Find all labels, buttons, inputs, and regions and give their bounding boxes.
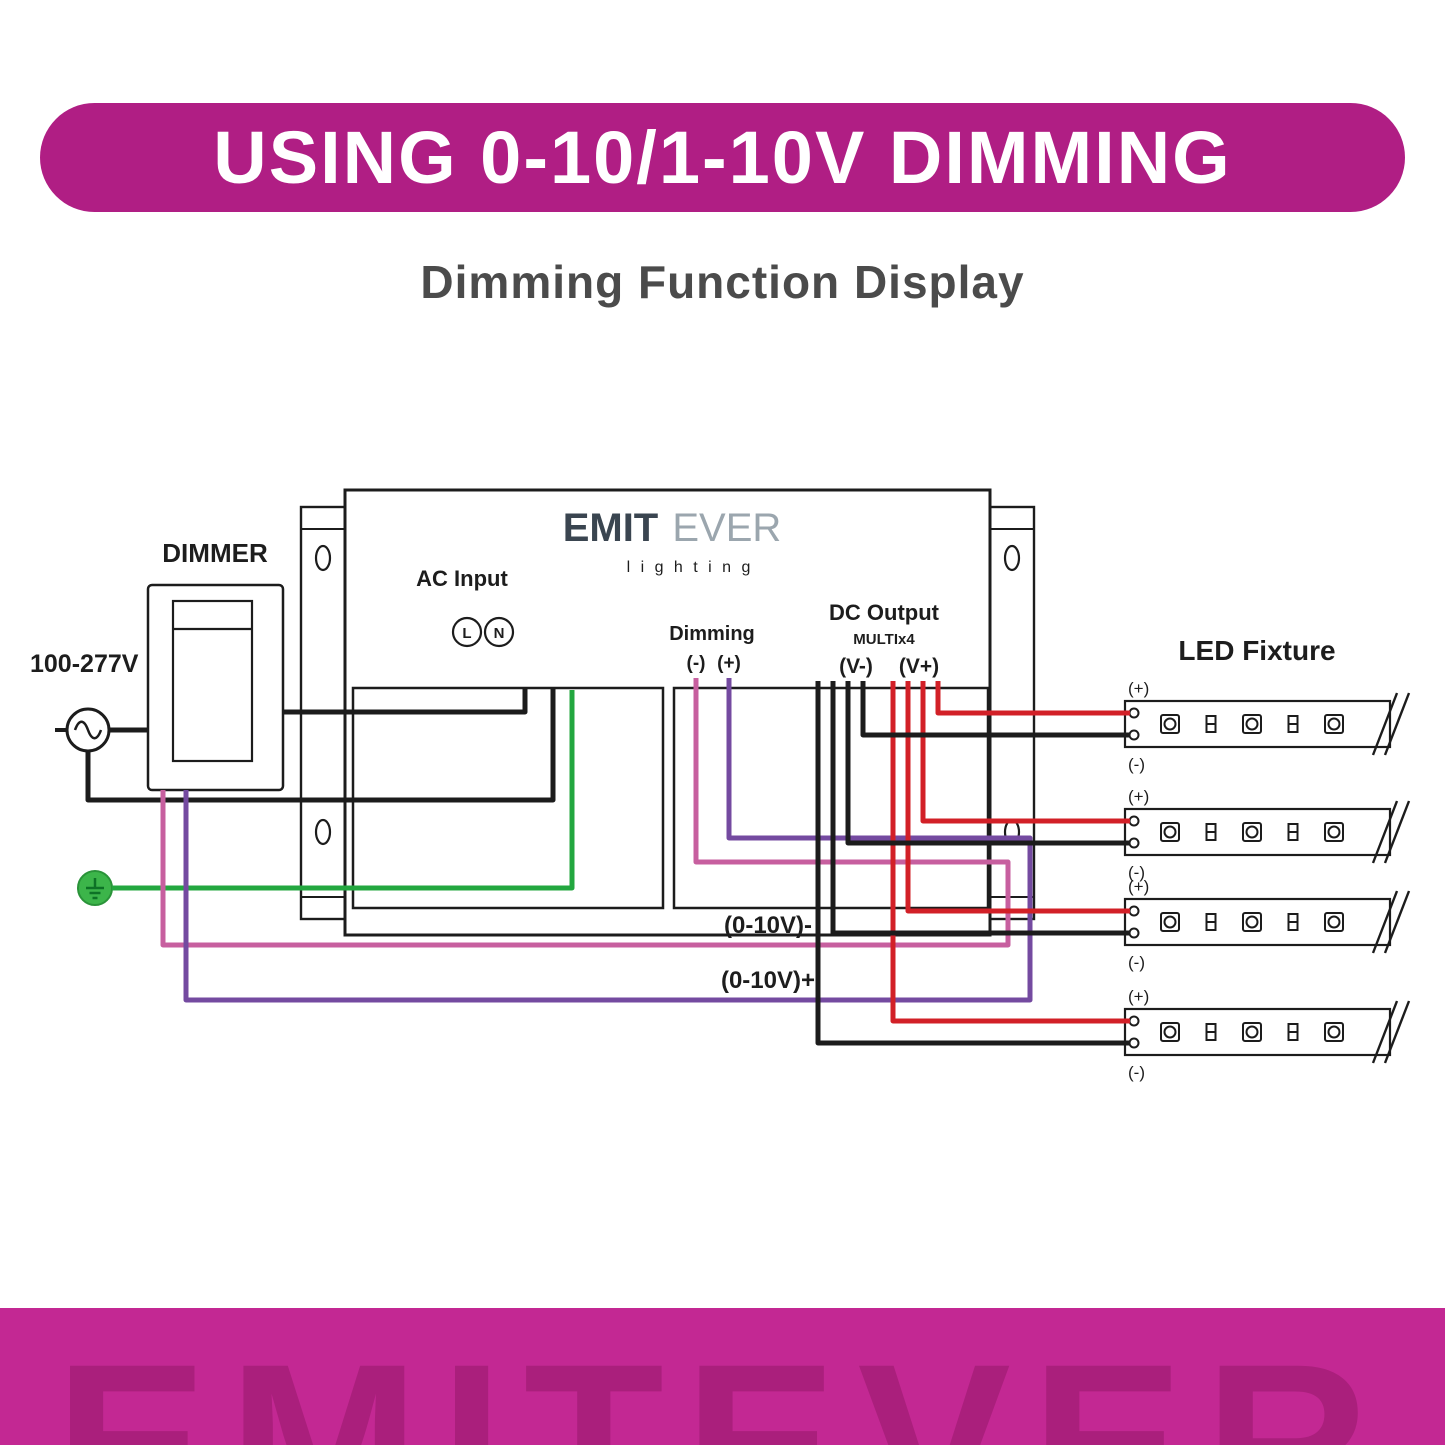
wire-dim-minus: [160, 678, 1011, 948]
led-fixture-label: LED Fixture: [1178, 635, 1335, 666]
wire-dc-red-2: [920, 681, 1130, 824]
title-banner: USING 0-10/1-10V DIMMING: [40, 103, 1405, 212]
diagram-subtitle: Dimming Function Display: [420, 256, 1025, 308]
brand-light: EVER: [672, 506, 781, 550]
ac-source-icon: [55, 707, 111, 753]
ground-icon: [77, 870, 113, 906]
wire-ac-hot-out: [283, 688, 528, 715]
wire-dc-black-4: [815, 681, 1130, 1046]
svg-text:EMIT EVER: EMIT EVER: [563, 506, 782, 550]
brand-bold: EMIT: [563, 506, 659, 550]
strip2-minus-label: (-): [1128, 863, 1145, 882]
dimmer-switch: [146, 583, 285, 792]
dc-output-label: DC Output: [829, 600, 940, 625]
strip3-plus-label: (+): [1128, 877, 1149, 896]
dimming-label: Dimming: [669, 623, 755, 645]
supply-voltage-label: 100-277V: [30, 650, 139, 678]
dc-output-sub-label: MULTIx4: [853, 631, 915, 648]
wire-dc-black-2: [845, 681, 1130, 846]
wire-dc-black-1: [860, 681, 1130, 738]
wire-dc-black-3: [830, 681, 1130, 936]
terminal-n-icon: N: [483, 616, 515, 648]
brand-watermark: EMITEVER: [54, 1316, 1391, 1445]
dimming-minus-label: (-): [687, 653, 706, 674]
wire-dim-plus: [183, 678, 1033, 1003]
dc-vminus-label: (V-): [839, 655, 873, 678]
strip1-plus-label: (+): [1128, 679, 1149, 698]
ac-input-label: AC Input: [416, 566, 508, 591]
wire-ac-neutral: [85, 688, 556, 803]
led-strip-3: [1123, 889, 1411, 955]
footer-band: EMITEVER: [0, 1308, 1445, 1445]
strip4-minus-label: (-): [1128, 1063, 1145, 1082]
brand-logo: EMIT EVER l i g h t i n g: [563, 506, 782, 576]
wire-dc-red-4: [890, 681, 1130, 1024]
strip2-plus-label: (+): [1128, 787, 1149, 806]
strip1-minus-label: (-): [1128, 755, 1145, 774]
led-strip-2: [1123, 799, 1411, 865]
dim-plus-wire-label: (0-10V)+: [721, 967, 815, 994]
terminal-l-letter: L: [462, 625, 471, 642]
page-title: USING 0-10/1-10V DIMMING: [213, 116, 1232, 199]
strip4-plus-label: (+): [1128, 987, 1149, 1006]
led-strip-1: [1123, 691, 1411, 757]
led-strip-4: [1123, 999, 1411, 1065]
wire-dc-red-3: [905, 681, 1130, 914]
wire-dc-red-1: [935, 681, 1130, 716]
dimmer-label: DIMMER: [162, 538, 268, 568]
terminal-l-icon: L: [451, 616, 483, 648]
terminal-n-letter: N: [494, 625, 505, 642]
dim-minus-wire-label: (0-10V)-: [724, 912, 812, 939]
dimming-plus-label: (+): [717, 653, 741, 674]
strip3-minus-label: (-): [1128, 953, 1145, 972]
wire-ground: [112, 690, 575, 891]
dc-vplus-label: (V+): [899, 655, 939, 678]
brand-sub: l i g h t i n g: [627, 559, 754, 576]
